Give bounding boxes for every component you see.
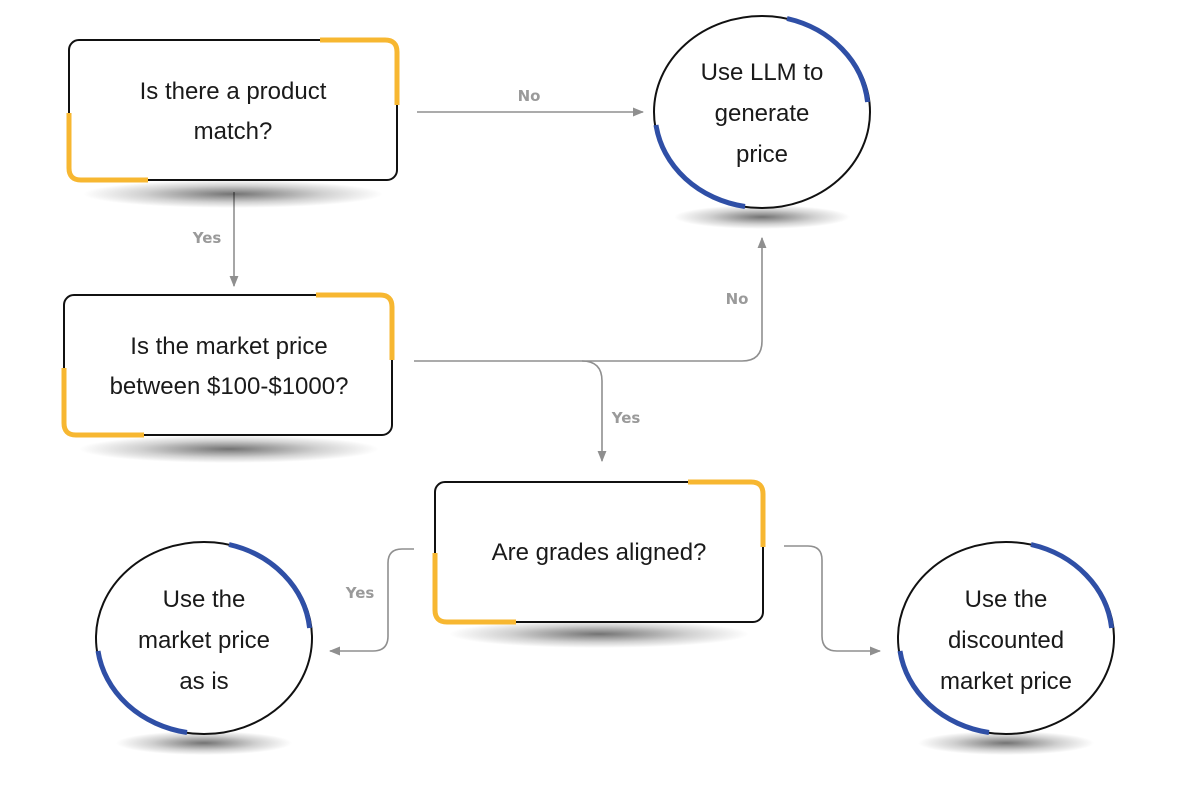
node-text: price bbox=[736, 141, 788, 168]
node-text: Use LLM to bbox=[701, 59, 824, 86]
edge-match-to-llm: No bbox=[417, 87, 645, 117]
decision-product-match: Is there a product match? bbox=[66, 37, 400, 208]
edge-range-to-grades: Yes bbox=[581, 360, 641, 463]
node-text: Is the market price bbox=[130, 333, 327, 360]
edge-label-no: No bbox=[518, 87, 541, 105]
edge-grades-to-discounted bbox=[784, 545, 882, 656]
edge-label-yes: Yes bbox=[345, 584, 375, 602]
edge-grades-to-market: Yes bbox=[328, 548, 414, 656]
outcome-discounted-price: Use the discounted market price bbox=[897, 541, 1115, 755]
node-text: market price bbox=[940, 668, 1072, 695]
decision-grades-aligned: Are grades aligned? bbox=[432, 479, 766, 648]
decision-price-range: Is the market price between $100-$1000? bbox=[61, 292, 395, 463]
node-text: Use the bbox=[965, 586, 1048, 613]
node-text: generate bbox=[715, 100, 810, 127]
outcome-market-price: Use the market price as is bbox=[95, 541, 313, 755]
node-text: Is there a product bbox=[140, 78, 327, 105]
node-text: market price bbox=[138, 627, 270, 654]
node-text: Are grades aligned? bbox=[492, 539, 707, 566]
edge-label-no: No bbox=[726, 290, 749, 308]
node-text: discounted bbox=[948, 627, 1064, 654]
edge-range-to-llm: No bbox=[414, 236, 767, 362]
edge-label-yes: Yes bbox=[611, 409, 641, 427]
edge-label-yes: Yes bbox=[192, 229, 222, 247]
node-text: match? bbox=[194, 118, 273, 145]
node-text: between $100-$1000? bbox=[110, 373, 349, 400]
node-text: as is bbox=[179, 668, 228, 695]
outcome-llm-price: Use LLM to generate price bbox=[653, 15, 871, 229]
node-text: Use the bbox=[163, 586, 246, 613]
